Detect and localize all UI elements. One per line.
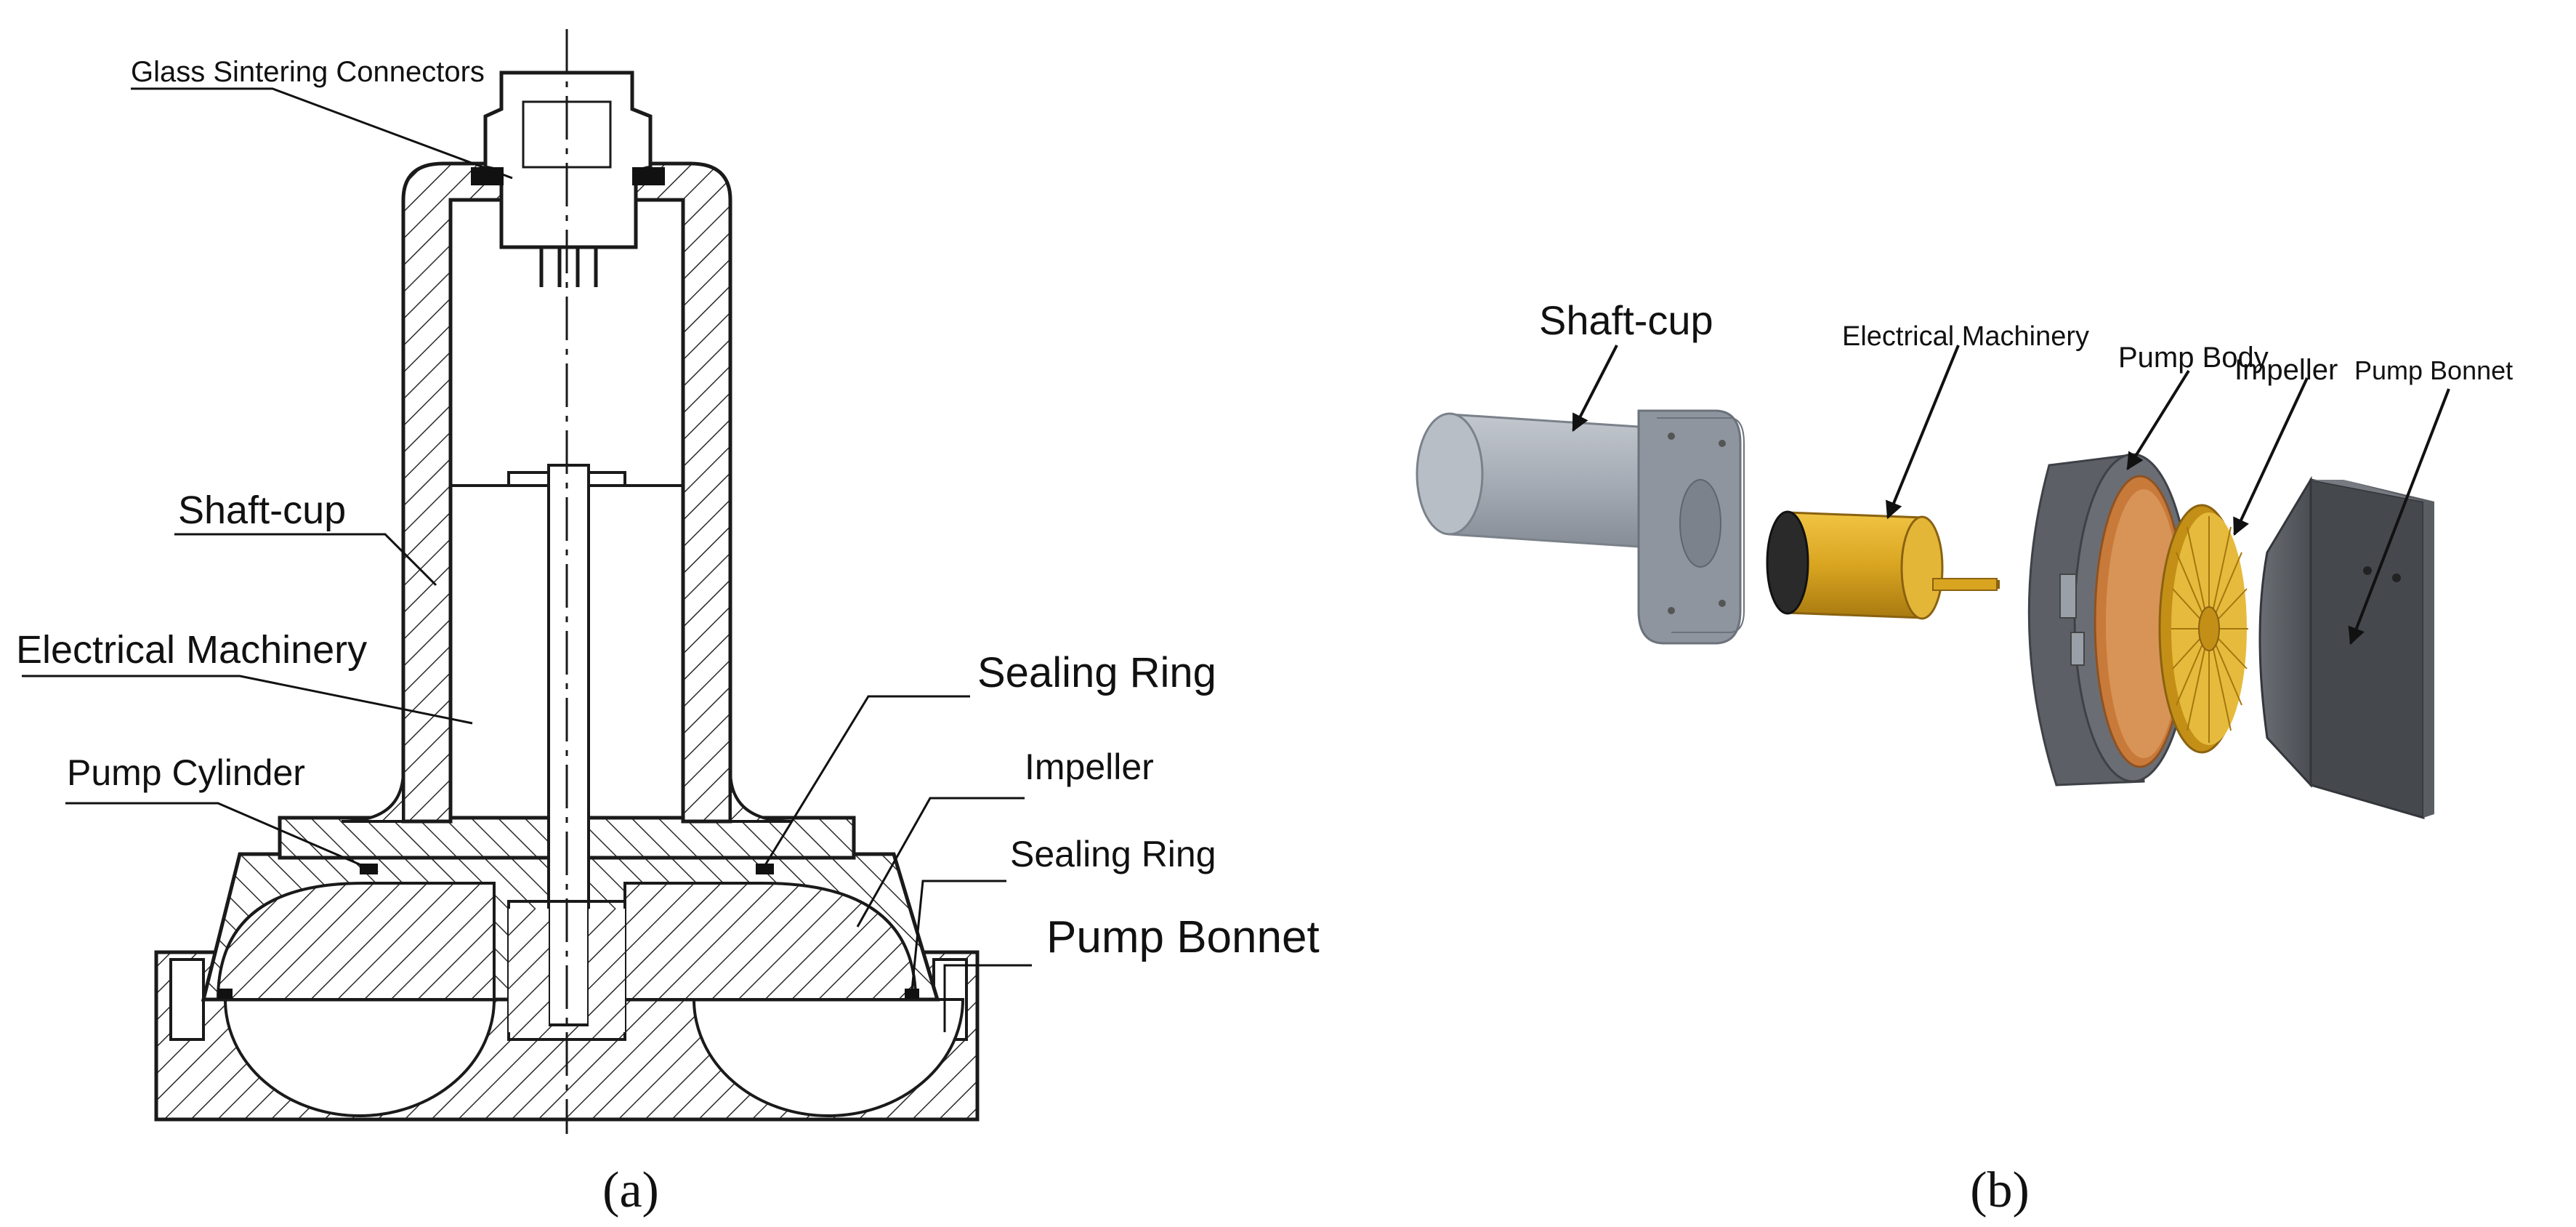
bolt-left [169, 958, 205, 1041]
chamber-left [223, 998, 496, 1117]
connector-pins [539, 247, 598, 287]
label-pump-cylinder: Pump Cylinder [67, 752, 305, 793]
panel-b-exploded-view: Shaft-cup Electrical Machinery Pump Body… [1416, 297, 2513, 1218]
caption-a: (a) [602, 1162, 659, 1218]
shaft-cup-3d [1416, 409, 1745, 645]
panel-b-arrows [1572, 345, 2450, 645]
label-sealing-ring-bottom: Sealing Ring [1010, 834, 1216, 874]
label-sealing-ring-top: Sealing Ring [977, 649, 1216, 696]
impeller-3d [2158, 504, 2248, 754]
caption-b: (b) [1970, 1162, 2030, 1218]
label-pump-body: Pump Body [2118, 342, 2269, 374]
seal-ring-bottom-right [905, 989, 919, 999]
label-electrical-machinery-b: Electrical Machinery [1842, 321, 2089, 352]
panel-a-cross-section: Glass Sintering Connectors Shaft-cup Ele… [16, 29, 1320, 1218]
panel-a-leaders [22, 87, 1032, 1032]
label-glass-sintering-connectors: Glass Sintering Connectors [131, 56, 485, 88]
label-electrical-machinery-a: Electrical Machinery [16, 628, 367, 672]
cup-fillet-right [729, 770, 793, 823]
seal-black-right [632, 167, 665, 185]
motor-shaft [547, 464, 590, 1026]
label-impeller-b: Impeller [2234, 354, 2338, 386]
chamber-right [692, 998, 965, 1117]
shaft-hub-hatch [509, 909, 549, 1032]
shaft-hub-hatch-2 [589, 909, 625, 1032]
electrical-machinery-3d [1766, 510, 2000, 620]
cup-fillet-left [341, 770, 405, 823]
pump-bonnet-3d [2258, 475, 2434, 819]
label-pump-bonnet-a: Pump Bonnet [1046, 912, 1320, 962]
shaft-cup-section [401, 161, 504, 824]
label-shaft-cup-a: Shaft-cup [178, 488, 346, 532]
glass-sintering-connector [483, 71, 653, 249]
impeller-left [216, 882, 496, 1001]
label-impeller-a: Impeller [1025, 747, 1154, 787]
label-shaft-cup-b: Shaft-cup [1539, 297, 1713, 343]
seal-ring-bottom-left [218, 989, 233, 999]
seal-ring-right [756, 864, 774, 874]
impeller-right [623, 882, 918, 1001]
label-pump-bonnet-b: Pump Bonnet [2354, 355, 2513, 385]
pump-body-3d [2027, 453, 2192, 787]
shaft-cup-section-right [630, 161, 732, 824]
seal-black-left [471, 167, 504, 185]
